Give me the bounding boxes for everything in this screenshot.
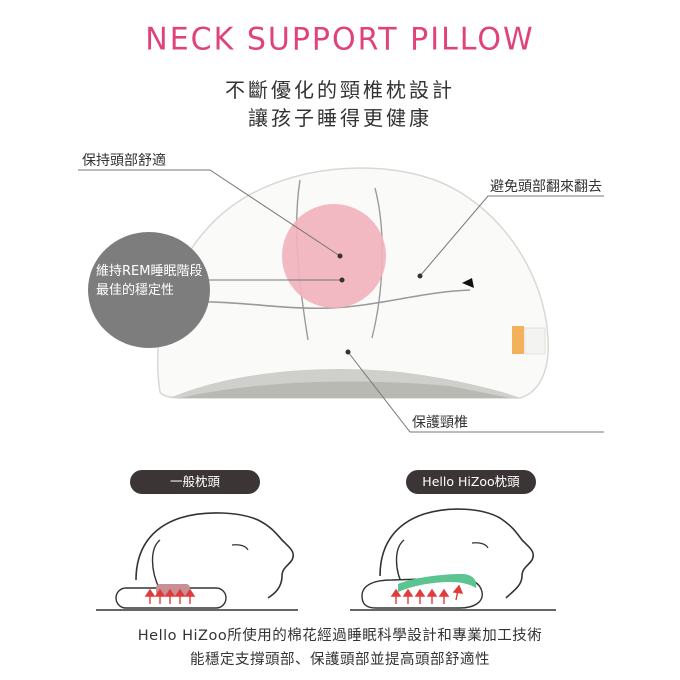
bottom-right-leader	[345, 349, 604, 433]
hizoo-pillow-diagram	[350, 508, 556, 611]
regular-pillow-label: 一般枕頭	[130, 470, 260, 494]
bubble-line-1: 維持REM睡眠階段	[96, 264, 203, 279]
page-title: NECK SUPPORT PILLOW	[145, 21, 535, 58]
subtitle-line-2: 讓孩子睡得更健康	[248, 106, 432, 130]
bubble-line-2: 最佳的穩定性	[96, 283, 175, 298]
pointer-icon	[462, 278, 474, 288]
callout-protect-cervical: 保護頸椎	[412, 415, 468, 431]
subtitle-line-1: 不斷優化的頸椎枕設計	[225, 78, 455, 102]
bubble-leader	[208, 277, 345, 283]
pink-head-circle	[282, 204, 386, 308]
footer-line-2: 能穩定支撐頭部、保護頭部並提高頭部舒適性	[190, 652, 490, 668]
callout-keep-head-comfortable: 保持頭部舒適	[82, 153, 166, 169]
hizoo-pad	[398, 574, 477, 592]
hizoo-pillow-label: Hello HiZoo枕頭	[406, 470, 536, 494]
top-left-leader	[78, 169, 343, 259]
top-right-leader	[417, 195, 604, 288]
hizoo-arrows	[390, 584, 464, 604]
bubble-text: 維持REM睡眠階段 最佳的穩定性	[96, 262, 202, 300]
callout-avoid-head-turning: 避免頭部翻來翻去	[490, 179, 602, 195]
regular-pillow-diagram	[96, 512, 298, 611]
info-bubble	[88, 232, 210, 348]
regular-arrows	[144, 588, 196, 604]
tag-icon	[512, 326, 524, 354]
footer-line-1: Hello HiZoo所使用的棉花經過睡眠科學設計和專業加工技術	[137, 628, 543, 644]
